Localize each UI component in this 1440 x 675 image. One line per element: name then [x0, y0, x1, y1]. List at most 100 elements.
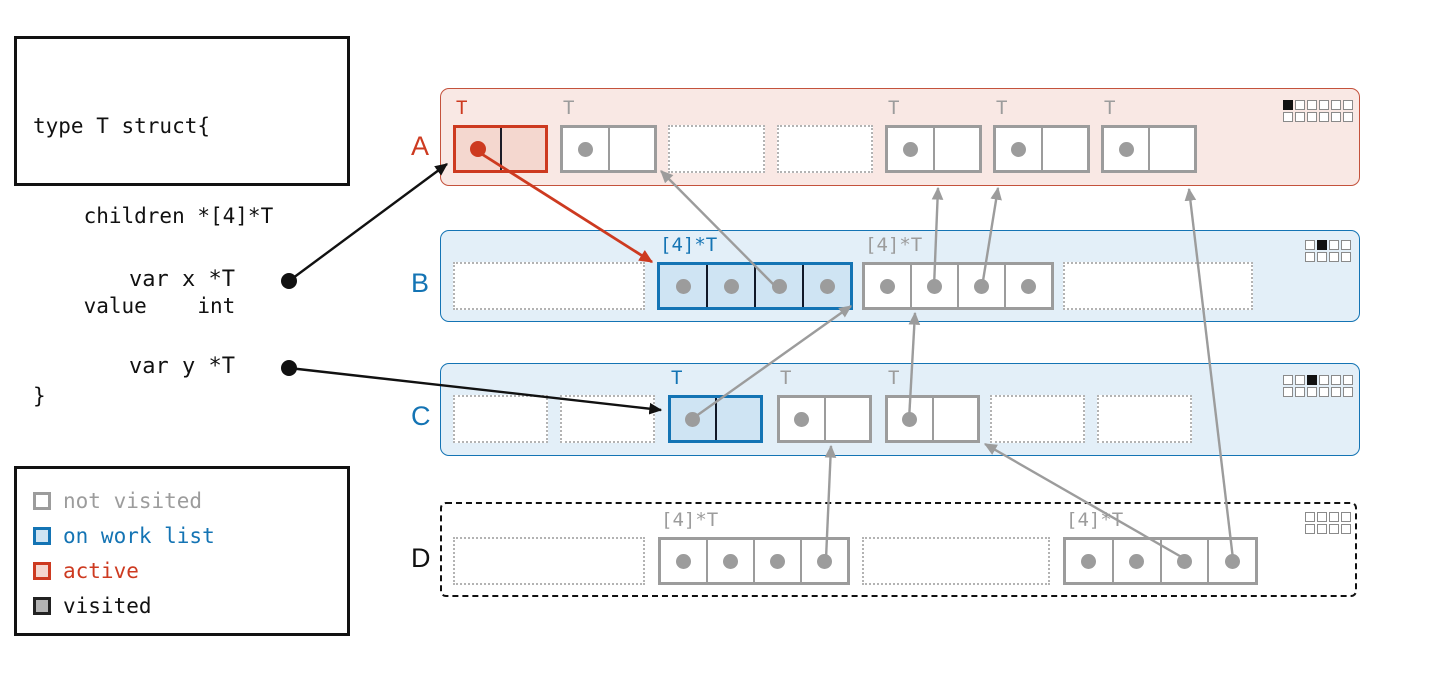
object-T [668, 395, 763, 443]
bitmap-bit [1307, 387, 1317, 397]
code-line: children *[4]*T [33, 204, 274, 228]
bitmap-bit [1329, 240, 1339, 250]
legend-item-not-visited: not visited [33, 483, 347, 518]
free-slot [453, 262, 645, 310]
bitmap-bit [1295, 100, 1305, 110]
bitmap-bit [1341, 240, 1351, 250]
type-label: [4]*T [661, 509, 719, 531]
bitmap-bit [1295, 112, 1305, 122]
pointer-dot [1176, 553, 1192, 569]
pointer-slot [671, 398, 715, 440]
pointer-dot [577, 141, 593, 157]
bitmap-bit [1317, 524, 1327, 534]
pointer-slot [706, 540, 753, 582]
mark-bitmap-icon [1305, 240, 1351, 262]
legend-label: visited [63, 593, 152, 618]
work-list-swatch-icon [33, 526, 51, 545]
bitmap-bit [1305, 524, 1315, 534]
pointer-dot [1081, 553, 1097, 569]
pointer-dot [902, 141, 918, 157]
object-array4 [657, 262, 853, 310]
type-label: [4]*T [865, 234, 923, 256]
pointer-slot [456, 128, 500, 170]
bitmap-bit [1343, 375, 1353, 385]
bitmap-bit [1341, 252, 1351, 262]
bitmap-bit [1331, 387, 1341, 397]
bitmap-bit [1317, 240, 1327, 250]
pointer-slot [1111, 540, 1160, 582]
pointer-slot [780, 398, 824, 440]
object-array4 [1063, 537, 1258, 585]
pointer-slot [996, 128, 1041, 170]
free-slot [1063, 262, 1253, 310]
bitmap-bit [1283, 100, 1293, 110]
bitmap-bit [1341, 512, 1351, 522]
region-label-D: D [411, 543, 431, 573]
pointer-dot [1118, 141, 1134, 157]
type-label: [4]*T [660, 234, 718, 256]
type-label: T [671, 367, 683, 389]
code-line: value int [33, 294, 236, 318]
pointer-slot [1004, 265, 1051, 307]
bitmap-bit [1343, 387, 1353, 397]
mark-bitmap-icon [1283, 375, 1353, 397]
bitmap-bit [1317, 252, 1327, 262]
pointer-dot [469, 141, 486, 157]
pointer-dot [974, 278, 989, 294]
mark-bitmap-icon [1305, 512, 1351, 534]
pointer-dot [794, 411, 810, 427]
bitmap-bit [1283, 387, 1293, 397]
struct-definition-box: type T struct{ children *[4]*T value int… [14, 36, 350, 408]
bitmap-bit [1283, 112, 1293, 122]
bitmap-bit [1341, 524, 1351, 534]
object-T [560, 125, 657, 173]
bitmap-bit [1295, 387, 1305, 397]
bitmap-bit [1329, 512, 1339, 522]
legend-box: not visited on work list active visited [14, 466, 350, 636]
var-y-label: var y *T [129, 354, 235, 379]
value-slot [931, 398, 978, 440]
bitmap-bit [1319, 112, 1329, 122]
value-slot [1148, 128, 1194, 170]
bitmap-bit [1305, 252, 1315, 262]
object-T [1101, 125, 1197, 173]
bitmap-bit [1343, 112, 1353, 122]
pointer-slot [1066, 540, 1112, 582]
pointer-dot [902, 411, 918, 427]
type-label: T [888, 367, 900, 389]
bitmap-bit [1305, 512, 1315, 522]
pointer-slot [800, 540, 847, 582]
bitmap-bit [1319, 100, 1329, 110]
pointer-slot [1104, 128, 1148, 170]
bitmap-bit [1307, 100, 1317, 110]
legend-item-on-work-list: on work list [33, 518, 347, 553]
object-T [885, 395, 980, 443]
type-label: T [996, 97, 1008, 119]
var-x-label: var x *T [129, 267, 235, 292]
legend-item-active: active [33, 553, 347, 588]
type-label: T [780, 367, 792, 389]
pointer-slot [910, 265, 957, 307]
type-label: [4]*T [1066, 509, 1124, 531]
bitmap-bit [1283, 375, 1293, 385]
visited-swatch-icon [33, 596, 51, 615]
bitmap-bit [1331, 100, 1341, 110]
value-slot [1040, 128, 1088, 170]
code-line: type T struct{ [33, 114, 211, 138]
type-label: T [1104, 97, 1116, 119]
bitmap-bit [1307, 112, 1317, 122]
type-label: T [563, 97, 575, 119]
pointer-dot [675, 278, 691, 294]
region-label-A: A [411, 131, 430, 161]
pointer-dot [1010, 141, 1026, 157]
pointer-slot [865, 265, 910, 307]
pointer-slot [753, 540, 800, 582]
legend-label: not visited [63, 488, 203, 513]
pointer-dot [1021, 278, 1036, 294]
type-label: T [888, 97, 900, 119]
object-T [453, 125, 548, 173]
pointer-dot [676, 553, 691, 569]
bitmap-bit [1317, 512, 1327, 522]
pointer-dot [1129, 553, 1145, 569]
pointer-dot [771, 278, 787, 294]
